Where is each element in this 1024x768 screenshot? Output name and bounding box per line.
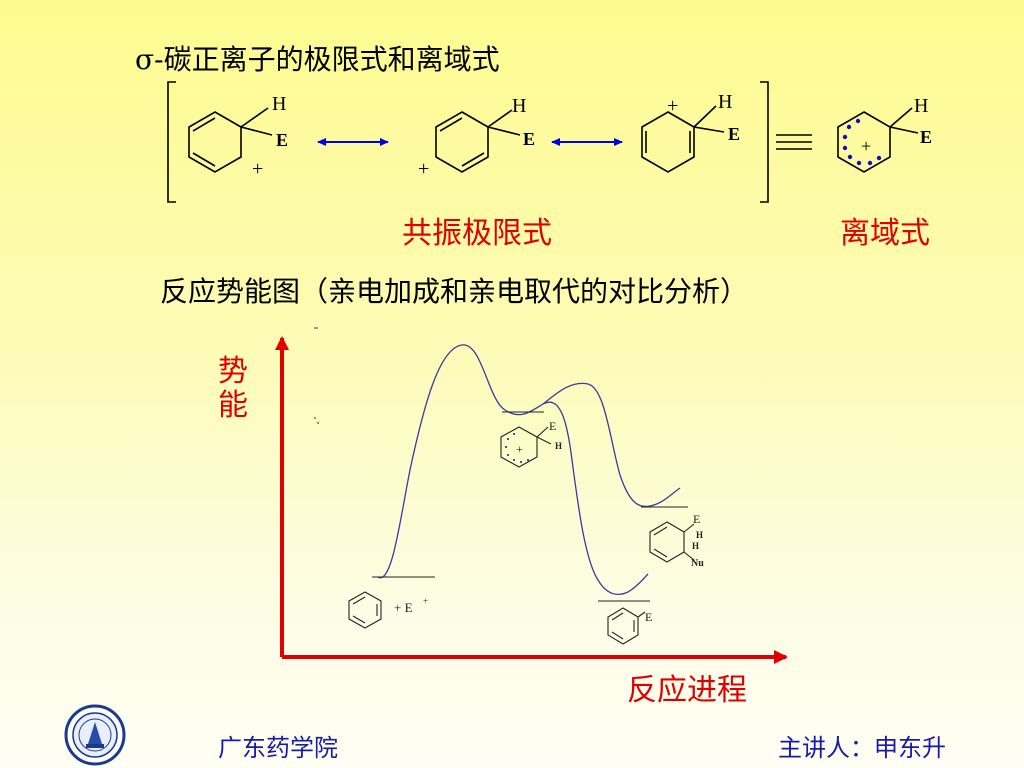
substitution-product — [607, 607, 646, 645]
intermediate-dots — [505, 433, 529, 463]
y-axis-label: 势能 — [218, 354, 248, 423]
s2-h: H — [512, 95, 526, 117]
equivalence-sign — [776, 134, 812, 150]
resonance-structure-3 — [641, 105, 725, 173]
resonance-structure-1 — [188, 107, 273, 173]
footer-school: 广东药学院 — [218, 734, 338, 762]
delocalized-structure — [837, 107, 919, 173]
s3-h: H — [718, 91, 732, 113]
reactant-label: + E — [394, 600, 413, 615]
right-bracket — [760, 81, 769, 203]
school-logo — [64, 704, 126, 766]
energy-diagram-title: 反应势能图（亲电加成和亲电取代的对比分析） — [160, 275, 749, 308]
intermediate-e: E — [549, 419, 556, 433]
intermediate-h: H — [555, 441, 562, 451]
dl-h: H — [914, 95, 928, 117]
slide-title: σ-碳正离子的极限式和离域式 — [135, 38, 500, 78]
addition-h2: H — [692, 541, 699, 551]
s2-e: E — [523, 129, 535, 149]
left-bracket — [167, 81, 176, 203]
resonance-label: 共振极限式 — [402, 216, 552, 251]
dl-e: E — [920, 127, 932, 147]
addition-nu: Nu — [691, 558, 704, 569]
reactant-sup: + — [423, 596, 428, 606]
x-axis-label: 反应进程 — [627, 673, 747, 708]
s2-charge: + — [418, 158, 429, 180]
s1-e: E — [276, 130, 288, 150]
s3-charge: + — [667, 95, 678, 117]
delocalized-label: 离域式 — [840, 216, 930, 251]
substitution-e: E — [645, 610, 652, 624]
s1-charge: + — [252, 158, 263, 180]
reactant-benzene — [348, 591, 382, 629]
addition-e: E — [693, 512, 700, 526]
addition-curve — [542, 401, 649, 595]
title-text: -碳正离子的极限式和离域式 — [154, 43, 500, 76]
intermediate-sigma-complex — [500, 426, 552, 468]
resonance-structure-2 — [435, 109, 521, 173]
delocalized-dots — [842, 118, 882, 166]
s1-h: H — [272, 93, 286, 115]
footer-lecturer: 主讲人：申东升 — [778, 734, 946, 762]
dl-charge: + — [861, 136, 871, 156]
sigma-symbol: σ — [135, 43, 155, 76]
addition-product — [649, 521, 695, 563]
intermediate-charge: + — [516, 442, 523, 456]
s3-e: E — [728, 124, 740, 144]
addition-h1: H — [696, 530, 703, 540]
